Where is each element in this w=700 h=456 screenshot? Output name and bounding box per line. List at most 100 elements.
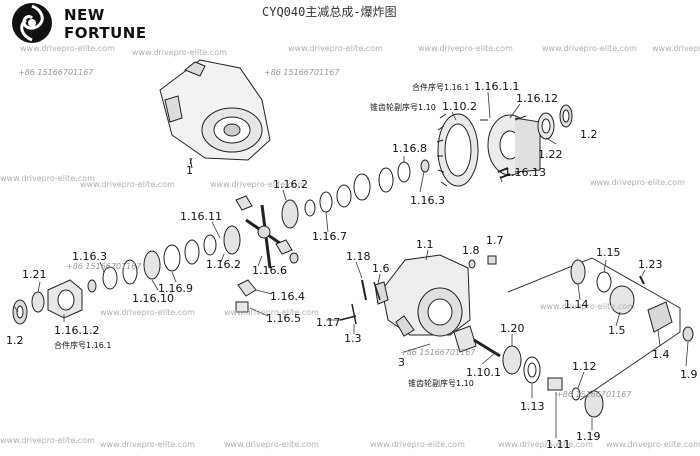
- part-label: 1.10.1: [466, 366, 501, 379]
- washer-stack-upper: [304, 159, 430, 217]
- brand-emblem-icon: [12, 3, 52, 43]
- watermark-text: www.drivepro-elite.com: [132, 48, 227, 57]
- pinion-small: [289, 252, 299, 264]
- part-label: 1.16.6: [252, 264, 287, 277]
- part-label: 1.3: [344, 332, 362, 345]
- watermark-text: www.drivepro-elite.com: [540, 302, 635, 311]
- part-label: 1.16.9: [158, 282, 193, 295]
- part-label: 1.16.8: [392, 142, 427, 155]
- part-label: 1.4: [652, 348, 670, 361]
- part-1-21-bearing: [31, 291, 45, 313]
- part-label: 1.16.1.1: [474, 80, 520, 93]
- part-label: 1: [186, 164, 193, 177]
- part-1-4-yoke: [647, 301, 673, 333]
- phone-watermark: +86 15166701167: [400, 348, 476, 357]
- brand-name-line1: NEW: [64, 6, 105, 24]
- part-1-7-plug: [487, 255, 497, 265]
- watermark-text: www.drivepro-elite.com: [652, 44, 700, 53]
- phone-watermark: +86 15166701167: [264, 68, 340, 77]
- part-1-differential-assembly: [159, 59, 271, 169]
- part-label: 1.22: [538, 148, 563, 161]
- part-label: 1.16.12: [516, 92, 558, 105]
- part-label: 1.8: [462, 244, 480, 257]
- part-label: 1.2: [6, 334, 24, 347]
- part-1-17-breather: [339, 315, 357, 321]
- phone-watermark: +86 15166701167: [18, 68, 94, 77]
- washer-stack-lower: [87, 234, 217, 293]
- watermark-text: www.drivepro-elite.com: [80, 180, 175, 189]
- part-label: 1.1: [416, 238, 434, 251]
- part-label: 1.14: [564, 298, 589, 311]
- part-1-16-4-planet-gear: [235, 195, 293, 297]
- note-bevel-pair-bottom: 锥齿轮副序号1.10: [408, 379, 474, 388]
- part-1-13-spacer-inner: [527, 362, 537, 378]
- note-bevel-pair-top: 锥齿轮副序号1.10: [370, 103, 436, 112]
- part-label: 1.16.1.2: [54, 324, 100, 337]
- note-assembly-seq-top: 合件序号1.16.1: [412, 83, 470, 92]
- part-1-20-bearing: [502, 345, 522, 375]
- watermark-text: www.drivepro-elite.com: [498, 440, 593, 449]
- part-label: 1.16.5: [266, 312, 301, 325]
- part-1-8-plug: [468, 259, 476, 269]
- part-1-10-2-crown-gear: [436, 113, 479, 187]
- part-label: 1.5: [608, 324, 626, 337]
- brand-logo: NEW FORTUNE: [0, 0, 150, 46]
- part-1-12-washer: [571, 387, 581, 401]
- watermark-text: www.drivepro-elite.com: [606, 440, 700, 449]
- part-1-16-1-2-case-half: [47, 279, 83, 319]
- part-label: 1.20: [500, 322, 525, 335]
- part-label: 1.16.4: [270, 290, 305, 303]
- part-1-16-1-1-case-half: [480, 114, 541, 176]
- watermark-text: www.drivepro-elite.com: [370, 440, 465, 449]
- watermark-text: www.drivepro-elite.com: [418, 44, 513, 53]
- part-label: 1.10.2: [442, 100, 477, 113]
- part-1-3-bolt: [351, 303, 357, 325]
- brand-name-line2: FORTUNE: [64, 24, 147, 42]
- part-1-9-nut: [682, 326, 694, 342]
- part-label: 1.19: [576, 430, 601, 443]
- part-label: 1.18: [346, 250, 371, 263]
- watermark-text: www.drivepro-elite.com: [20, 44, 115, 53]
- part-1-13-spacer-outer: [523, 356, 541, 384]
- note-assembly-seq-left: 合件序号1.16.1: [54, 341, 112, 350]
- part-label: 1.17: [316, 316, 341, 329]
- part-1-14-bearing: [570, 259, 586, 285]
- part-label: 1.23: [638, 258, 663, 271]
- part-1-11-spacer: [547, 377, 563, 391]
- part-label: 1.9: [680, 368, 698, 381]
- part-label: 1.2: [580, 128, 598, 141]
- part-1-6-stud: [373, 281, 381, 301]
- part-1-23-bolt: [639, 275, 645, 285]
- part-1-18-bolt: [361, 279, 367, 301]
- watermark-text: www.drivepro-elite.com: [542, 44, 637, 53]
- phone-watermark: +86 15166701167: [556, 390, 632, 399]
- part-1-1-axle-housing: [374, 254, 471, 337]
- part-1-2-bearing-cup-right: [559, 104, 573, 128]
- watermark-text: www.drivepro-elite.com: [224, 308, 319, 317]
- part-label: 1.16.3: [72, 250, 107, 263]
- part-label: 1.16.10: [132, 292, 174, 305]
- leader-lines: [13, 91, 689, 438]
- subassembly-outline: [507, 257, 681, 401]
- diagram-title: CYQ040主减总成-爆炸图: [262, 5, 397, 19]
- part-label: 3: [398, 356, 405, 369]
- part-label: 1.13: [520, 400, 545, 413]
- part-label: 1.15: [596, 246, 621, 259]
- part-label: 1.11: [546, 438, 571, 451]
- part-1-10-1-drive-pinion: [453, 325, 501, 358]
- watermark-text: www.drivepro-elite.com: [224, 440, 319, 449]
- part-label: 1.16.3: [410, 194, 445, 207]
- watermark-text: www.drivepro-elite.com: [0, 174, 95, 183]
- part-1-15-oring: [596, 271, 612, 293]
- watermark-text: www.drivepro-elite.com: [100, 308, 195, 317]
- part-label: 1.12: [572, 360, 597, 373]
- part-1-22-bearing: [537, 112, 555, 140]
- phone-watermark: +86 15166701167: [66, 262, 142, 271]
- watermark-text: www.drivepro-elite.com: [0, 436, 95, 445]
- part-1-16-5-washer: [235, 301, 249, 313]
- watermark-text: www.drivepro-elite.com: [210, 180, 305, 189]
- part-1-5-bearing-cage: [609, 285, 635, 315]
- part-label: 1.21: [22, 268, 47, 281]
